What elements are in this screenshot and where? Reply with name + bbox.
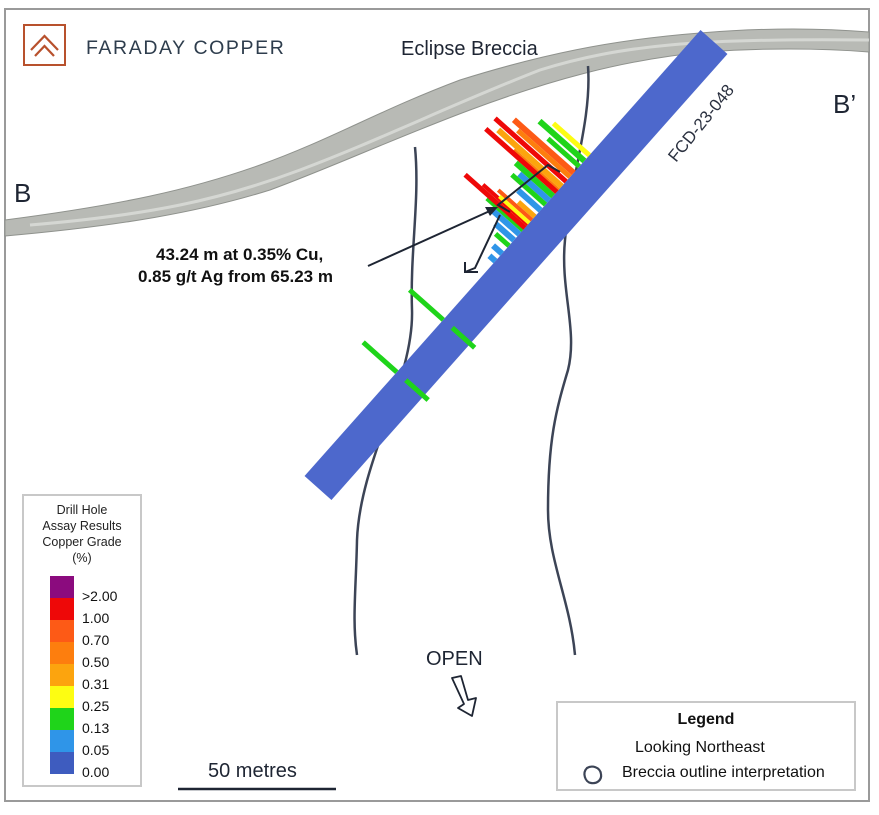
grade-swatch-label: 0.05 (82, 742, 110, 758)
section-start-label: B (14, 178, 31, 208)
logo-mark-chevron (30, 34, 59, 57)
assay-interval (361, 340, 399, 375)
assay-interval (496, 127, 564, 189)
assay-interval (537, 118, 587, 164)
grade-legend-title: Drill Hole Assay Results Copper Grade (%… (24, 502, 140, 566)
breccia-name-label: Eclipse Breccia (401, 38, 539, 60)
assay-interval (493, 231, 511, 248)
assay-interval (546, 136, 582, 169)
assay-interval (484, 126, 559, 194)
company-name: FARADAY COPPER (86, 37, 285, 59)
intercept-bracket-lower (464, 262, 478, 273)
grade-swatch-label: >2.00 (82, 588, 118, 604)
assay-interval (510, 172, 548, 207)
grade-legend-title-line: Drill Hole (56, 503, 108, 517)
topography-inner-ridge (29, 38, 870, 227)
legend-view-direction: Looking Northeast (635, 739, 765, 756)
grade-swatch-label: 0.70 (82, 632, 110, 648)
section-end-label: B’ (833, 89, 856, 119)
company-logo: FARADAY COPPER (23, 24, 285, 66)
assay-interval (516, 188, 543, 213)
legend-title: Legend (677, 711, 735, 728)
grade-swatch (50, 664, 74, 686)
intercept-text-line1: 43.24 m at 0.35% Cu, (156, 245, 323, 264)
assay-interval (491, 243, 505, 256)
grade-swatch-label: 0.13 (82, 720, 110, 736)
copper-grade-legend: Drill Hole Assay Results Copper Grade (%… (22, 494, 142, 787)
grade-legend-title-line: (%) (72, 551, 92, 565)
assay-interval (498, 194, 531, 225)
intercept-arrow (367, 209, 493, 267)
figure-frame (4, 8, 870, 802)
assay-interval (493, 221, 516, 243)
open-label: OPEN (426, 648, 483, 670)
assay-interval (496, 188, 534, 222)
assay-interval (516, 128, 572, 179)
scale-label: 50 metres (208, 760, 297, 782)
assay-interval (407, 288, 445, 322)
grade-swatch-label: 0.25 (82, 698, 110, 714)
assay-interval (551, 121, 591, 158)
assay-interval (511, 117, 576, 176)
intercept-arrow-head (485, 207, 498, 216)
open-arrow-icon (451, 675, 477, 717)
assay-interval (513, 160, 556, 199)
grade-swatch (50, 730, 74, 752)
grade-swatch-label: 0.00 (82, 764, 110, 780)
assay-interval (463, 172, 527, 230)
grade-swatch-label: 1.00 (82, 610, 110, 626)
grade-swatch-label: 0.50 (82, 654, 110, 670)
grade-swatch (50, 620, 74, 642)
intercept-text-line2: 0.85 g/t Ag from 65.23 m (138, 267, 333, 286)
assay-interval (517, 171, 552, 203)
grade-swatch-label: 0.31 (82, 676, 110, 692)
assay-interval (450, 325, 477, 350)
grade-swatch (50, 642, 74, 664)
grade-swatch (50, 576, 74, 598)
assay-interval (516, 200, 537, 219)
grade-swatch (50, 686, 74, 708)
legend-breccia-outline-label: Breccia outline interpretation (622, 764, 825, 781)
grade-legend-title-line: Assay Results (42, 519, 122, 533)
topography-surface (4, 28, 870, 237)
assay-interval (404, 378, 430, 402)
breccia-outline-icon (583, 765, 603, 785)
map-legend: Legend Looking Northeast Breccia outline… (556, 701, 856, 791)
intercept-bracket (464, 163, 561, 273)
grade-legend-title-line: Copper Grade (42, 535, 122, 549)
grade-swatch (50, 752, 74, 774)
grade-swatch (50, 708, 74, 730)
faraday-mountain-logo-icon (23, 24, 66, 66)
grade-swatch (50, 598, 74, 620)
assay-interval (487, 253, 498, 264)
